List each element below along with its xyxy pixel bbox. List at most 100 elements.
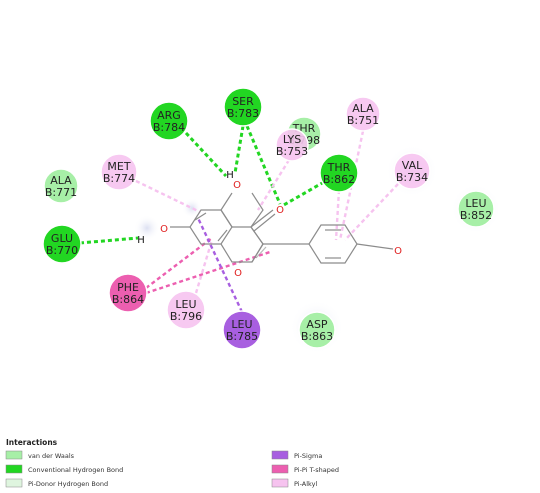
- residue-disc: [222, 310, 262, 350]
- residue-name: PHE: [117, 281, 139, 294]
- ligand-ring-b: [308, 224, 358, 264]
- residue-name: ALA: [352, 102, 374, 115]
- interaction-line-12: [145, 250, 271, 295]
- residue-name: LYS: [283, 133, 301, 146]
- legend-item-conventional-hbond: Conventional Hydrogen Bond: [5, 464, 123, 474]
- residue-name: MET: [107, 160, 130, 173]
- interaction-line-9: [334, 189, 341, 241]
- residue-name: LEU: [231, 318, 252, 331]
- residue-disc: [43, 168, 79, 204]
- interaction-line-10: [194, 239, 214, 294]
- residue-disc: [223, 87, 263, 127]
- legend-swatch: [5, 478, 23, 488]
- residue-disc: [457, 190, 495, 228]
- residue-number: B:796: [170, 310, 202, 323]
- residue-name: ALA: [50, 174, 72, 187]
- ligand-structure: [170, 192, 394, 264]
- legend-label: van der Waals: [28, 452, 75, 460]
- residue-number: B:774: [103, 172, 135, 185]
- interaction-line-2: [245, 125, 282, 205]
- residue-disc: [345, 96, 381, 132]
- residue-name: ASP: [306, 318, 328, 331]
- residue-number: B:784: [153, 121, 185, 134]
- residue-name: SER: [232, 95, 254, 108]
- atom-oxygen-5: O: [233, 180, 241, 191]
- atom-hydrogen-7: H: [137, 235, 145, 246]
- residue-disc: [393, 152, 431, 190]
- interaction-line-7: [338, 130, 365, 241]
- residue-layer: ARGB:784SERB:783THRB:798LYSB:753ALAB:751…: [42, 87, 495, 350]
- legend-label: Pi-Donor Hydrogen Bond: [28, 480, 108, 488]
- atom-oxygen-7: O: [160, 224, 168, 235]
- residue-disc: [166, 290, 206, 330]
- legend-swatch: [5, 450, 23, 460]
- interaction-line-8: [344, 183, 399, 241]
- interaction-line-11: [145, 237, 213, 289]
- residue-number: B:770: [46, 244, 78, 257]
- residue-disc: [298, 311, 336, 349]
- residue-number: B:771: [45, 186, 77, 199]
- residue-disc: [42, 224, 82, 264]
- residue-number: B:864: [112, 293, 144, 306]
- legend-item-pi-pi-tshaped: Pi-Pi T-shaped: [271, 464, 339, 474]
- interaction-line-1: [233, 125, 245, 174]
- atom-oxygen-carbonyl: O: [276, 205, 284, 216]
- residue-name: VAL: [402, 159, 423, 172]
- legend-label: Pi-Alkyl: [294, 480, 317, 488]
- legend-swatch: [271, 478, 289, 488]
- legend-item-pi-donor-hbond: Pi-Donor Hydrogen Bond: [5, 478, 108, 488]
- residue-disc: [149, 101, 189, 141]
- residue-name: LEU: [175, 298, 196, 311]
- ligand-atoms: O H O H O O O: [137, 170, 402, 279]
- residue-number: B:852: [460, 209, 492, 222]
- residue-number: B:753: [276, 145, 308, 158]
- legend-label: Pi-Pi T-shaped: [294, 466, 339, 474]
- legend-label: Conventional Hydrogen Bond: [28, 466, 123, 474]
- legend-swatch: [271, 450, 289, 460]
- interaction-line-6: [256, 159, 291, 211]
- residue-disc: [275, 128, 309, 162]
- legend-title: Interactions: [6, 438, 58, 447]
- legend-label: Pi-Sigma: [294, 452, 322, 460]
- residue-number: B:783: [227, 107, 259, 120]
- residue-number: B:863: [301, 330, 333, 343]
- legend-swatch: [5, 464, 23, 474]
- residue-number: B:785: [226, 330, 258, 343]
- residue-name: ARG: [157, 109, 181, 122]
- interaction-lines: [79, 125, 399, 313]
- atom-hydrogen-5: H: [226, 170, 234, 181]
- interaction-line-13: [196, 217, 244, 313]
- residue-name: LEU: [465, 197, 486, 210]
- residue-number: B:751: [347, 114, 379, 127]
- interaction-line-3: [281, 180, 325, 208]
- residue-disc: [319, 153, 359, 193]
- atom-oxygen-4prime: O: [394, 246, 402, 257]
- legend-swatch: [271, 464, 289, 474]
- residue-name: THR: [327, 161, 351, 174]
- interaction-line-5: [135, 179, 201, 214]
- residue-number: B:734: [396, 171, 428, 184]
- legend-item-van-der-waals: van der Waals: [5, 450, 75, 460]
- residue-disc: [100, 153, 138, 191]
- legend-item-pi-alkyl: Pi-Alkyl: [271, 478, 317, 488]
- residue-disc: [108, 273, 148, 313]
- residue-number: B:862: [323, 173, 355, 186]
- atom-oxygen-ring: O: [234, 268, 242, 279]
- residue-name: GLU: [51, 232, 73, 245]
